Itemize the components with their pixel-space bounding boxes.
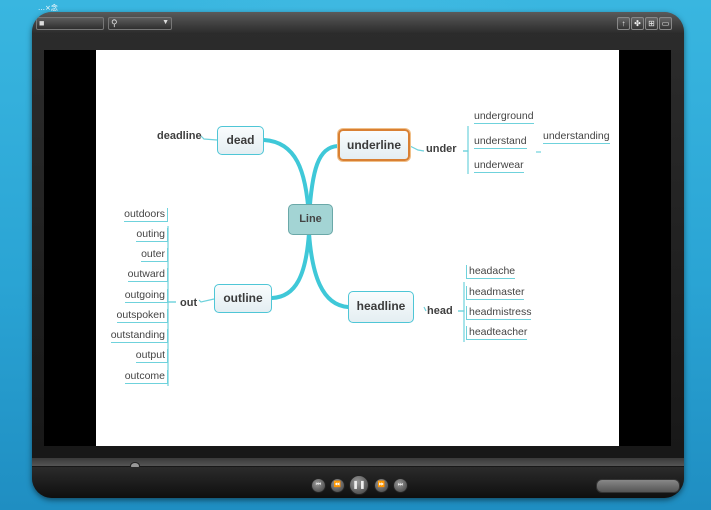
node-underline[interactable]: underline	[338, 129, 410, 161]
center-node[interactable]: Line	[288, 204, 333, 235]
leaf-underwear[interactable]: underwear	[474, 159, 524, 173]
link-head	[423, 306, 427, 312]
search-icon: ⚲	[111, 18, 118, 28]
link-under-up	[463, 126, 469, 152]
branch-outline	[270, 231, 311, 300]
leaf-underground[interactable]: underground	[474, 110, 534, 124]
leaf-outcome[interactable]: outcome	[124, 370, 168, 384]
player-window: ■ ⚲ ▼ ↑ ✤ ⊞ ▭	[32, 12, 684, 498]
node-headline[interactable]: headline	[348, 291, 414, 323]
leaf-outward[interactable]: outward	[127, 268, 168, 282]
search-button[interactable]: ⚲ ▼	[108, 17, 172, 30]
window-icon: ■	[39, 18, 45, 28]
leaf-output[interactable]: output	[135, 349, 168, 363]
node-dead[interactable]: dead	[217, 126, 264, 155]
link-out-down	[167, 301, 176, 386]
control-bar: ⏮ ⏪ ❚❚ ⏩ ⏭	[32, 467, 684, 498]
chevron-down-icon: ▼	[162, 19, 169, 26]
leaf-outstanding[interactable]: outstanding	[110, 329, 168, 343]
link-deadline	[200, 135, 218, 141]
export-icon[interactable]: ↑	[617, 17, 630, 30]
leaf-outgoing[interactable]: outgoing	[124, 289, 168, 303]
link-head-up	[458, 282, 465, 312]
seek-bar[interactable]	[32, 458, 684, 466]
leaf-understand[interactable]: understand	[474, 135, 527, 149]
leaf-headmistress[interactable]: headmistress	[466, 306, 532, 320]
label-deadline[interactable]: deadline	[157, 130, 202, 142]
node-outline[interactable]: outline	[214, 284, 272, 313]
leaf-headteacher[interactable]: headteacher	[466, 326, 528, 340]
top-corner-label: …×念	[38, 4, 58, 12]
next-button[interactable]: ⏭	[393, 478, 408, 493]
leaf-understanding[interactable]: understanding	[543, 130, 610, 144]
forward-button[interactable]: ⏩	[374, 478, 389, 493]
label-head[interactable]: head	[427, 305, 453, 317]
previous-button[interactable]: ⏮	[311, 478, 326, 493]
branch-headline	[307, 231, 350, 309]
leaf-outdoors[interactable]: outdoors	[124, 208, 168, 222]
pause-button[interactable]: ❚❚	[349, 475, 369, 495]
branch-dead	[262, 138, 311, 219]
top-toolbar: ■ ⚲ ▼ ↑ ✤ ⊞ ▭	[32, 12, 684, 34]
presentation-screen: Line dead deadline underline under under…	[44, 50, 671, 446]
leaf-outspoken[interactable]: outspoken	[116, 309, 168, 323]
link-under	[409, 145, 425, 152]
leaf-outer[interactable]: outer	[141, 248, 168, 262]
link-head-down	[458, 310, 465, 342]
leaf-outing[interactable]: outing	[136, 228, 168, 242]
label-under[interactable]: under	[426, 143, 457, 155]
label-out[interactable]: out	[180, 297, 198, 309]
volume-slider[interactable]	[596, 479, 680, 493]
window-menu-button[interactable]: ■	[36, 17, 104, 30]
link-under-down	[463, 150, 469, 174]
branch-underline	[307, 144, 340, 219]
leaf-headache[interactable]: headache	[466, 265, 516, 279]
mindmap-links	[167, 126, 541, 386]
fullscreen-icon[interactable]: ▭	[659, 17, 672, 30]
leaf-headmaster[interactable]: headmaster	[466, 286, 525, 300]
pointer-icon[interactable]: ✤	[631, 17, 644, 30]
link-out	[198, 298, 215, 303]
link-out-up	[167, 226, 176, 303]
rewind-button[interactable]: ⏪	[330, 478, 345, 493]
fit-icon[interactable]: ⊞	[645, 17, 658, 30]
mindmap-slide: Line dead deadline underline under under…	[96, 50, 619, 446]
